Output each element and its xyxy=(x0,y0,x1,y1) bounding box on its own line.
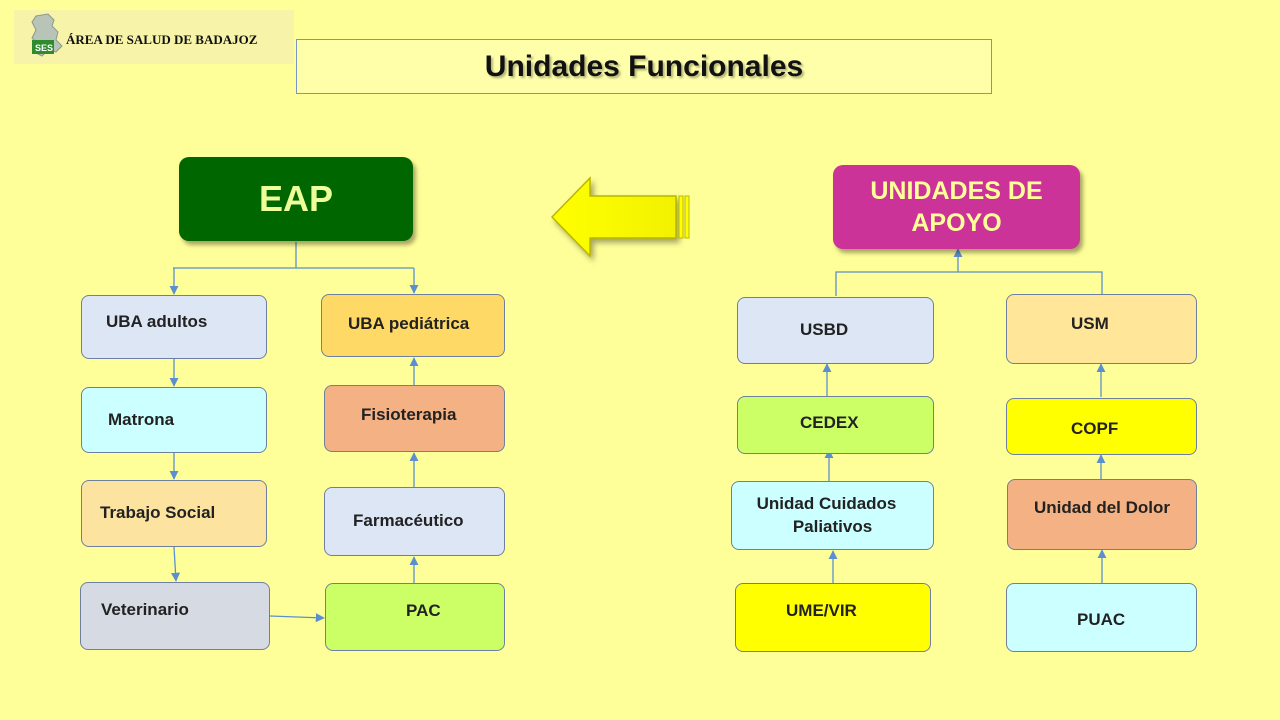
node-unidad-dolor: Unidad del Dolor xyxy=(1007,479,1197,550)
node-trabajo-social-label: Trabajo Social xyxy=(100,503,216,523)
node-apoyo-line2: APOYO xyxy=(911,209,1002,237)
node-fisioterapia-label: Fisioterapia xyxy=(361,405,457,425)
node-paliativos-line2: Paliativos xyxy=(792,516,873,536)
page-title-box: Unidades Funcionales xyxy=(296,39,992,94)
node-copf-label: COPF xyxy=(1071,419,1119,439)
logo-abbr: SES xyxy=(35,43,54,53)
node-uba-pediatrica-label: UBA pediátrica xyxy=(348,314,470,334)
node-cuidados-paliativos: Unidad Cuidados Paliativos xyxy=(731,481,934,550)
node-paliativos-line1: Unidad Cuidados xyxy=(756,493,897,513)
extremadura-map-icon xyxy=(31,13,63,57)
node-ume-vir-label: UME/VIR xyxy=(786,601,857,621)
node-apoyo-line1: UNIDADES DE xyxy=(870,176,1043,205)
node-farmaceutico: Farmacéutico xyxy=(324,487,505,556)
node-usbd-label: USBD xyxy=(800,320,849,340)
connector-apoyo-join xyxy=(835,271,1103,296)
node-matrona: Matrona xyxy=(81,387,267,453)
node-unidades-apoyo: UNIDADES DE APOYO xyxy=(833,165,1080,249)
node-eap-label: EAP xyxy=(258,177,334,219)
node-usm-label: USM xyxy=(1071,313,1109,333)
node-usbd: USBD xyxy=(737,297,934,364)
connector-eap-split xyxy=(173,242,414,269)
node-matrona-label: Matrona xyxy=(108,409,175,429)
left-arrow-icon xyxy=(550,176,690,258)
node-veterinario-label: Veterinario xyxy=(101,599,189,619)
node-copf: COPF xyxy=(1006,398,1197,455)
logo: SES ÁREA DE SALUD DE BADAJOZ xyxy=(14,10,294,64)
node-pac-label: PAC xyxy=(406,600,441,620)
node-veterinario: Veterinario xyxy=(80,582,270,650)
node-ume-vir: UME/VIR xyxy=(735,583,931,652)
node-usm: USM xyxy=(1006,294,1197,364)
page-title: Unidades Funcionales xyxy=(484,49,804,83)
node-trabajo-social: Trabajo Social xyxy=(81,480,267,547)
node-pac: PAC xyxy=(325,583,505,651)
connector-trabajo-veterinario xyxy=(170,546,181,582)
node-fisioterapia: Fisioterapia xyxy=(324,385,505,452)
connector-veterinario-pac xyxy=(269,613,325,623)
node-puac: PUAC xyxy=(1006,583,1197,652)
node-cedex-label: CEDEX xyxy=(800,412,859,432)
node-farmaceutico-label: Farmacéutico xyxy=(353,511,464,531)
node-eap: EAP xyxy=(179,157,413,241)
node-puac-label: PUAC xyxy=(1077,610,1126,630)
node-uba-pediatrica: UBA pediátrica xyxy=(321,294,505,357)
logo-text: ÁREA DE SALUD DE BADAJOZ xyxy=(66,32,258,47)
node-cedex: CEDEX xyxy=(737,396,934,454)
node-uba-adultos: UBA adultos xyxy=(81,295,267,359)
node-unidad-dolor-label: Unidad del Dolor xyxy=(1034,498,1170,518)
node-uba-adultos-label: UBA adultos xyxy=(106,311,208,331)
